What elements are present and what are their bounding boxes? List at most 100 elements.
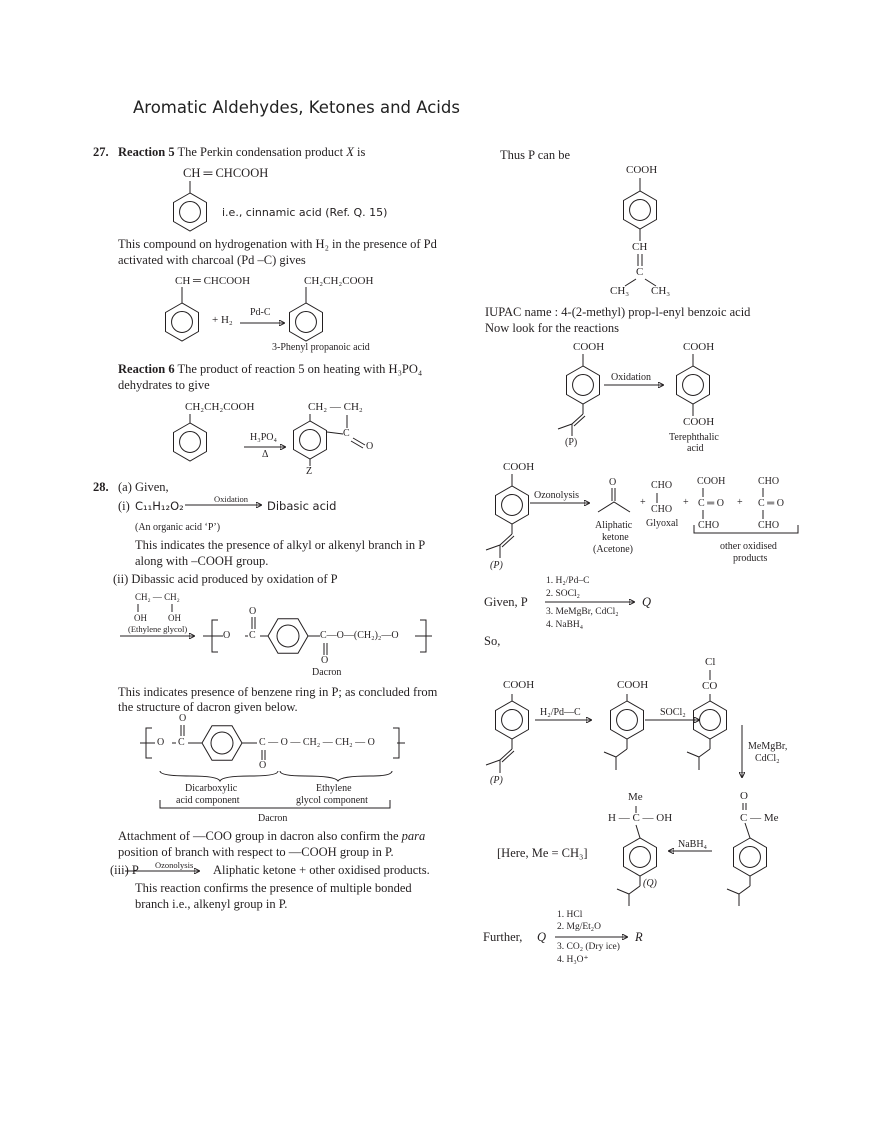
paragraph-line: This compound on hydrogenation with H₂ i…: [118, 237, 437, 251]
text: Attachment of —COO group in dacron also …: [118, 829, 402, 843]
iupac-name: IUPAC name : 4-(2-methyl) prop-l-enyl be…: [485, 305, 751, 319]
label: Reaction 5: [118, 145, 175, 159]
reagent-label: MeMgBr,: [748, 741, 788, 752]
paragraph-line: the structure of dacron given below.: [118, 700, 298, 714]
reagent-step: 4. NaBH₄: [546, 620, 584, 630]
products-label: products: [733, 553, 768, 564]
further-label: Further,: [483, 930, 523, 944]
benzene-ring: [293, 420, 327, 460]
reagent-step: 1. H₂/Pd–C: [546, 576, 590, 586]
reagent-step: 2. Mg/Et₂O: [557, 922, 601, 932]
product-name: acid: [687, 443, 704, 454]
compound-label: (P): [490, 560, 503, 571]
cinnamic-note: i.e., cinnamic acid (Ref. Q. 15): [222, 206, 388, 219]
group-label: COOH: [683, 416, 715, 428]
atom: O: [179, 713, 187, 724]
reagent-label: Ozonolysis: [534, 490, 579, 501]
paragraph-line: So,: [484, 634, 501, 648]
reagent-step: 3. CO₂ (Dry ice): [557, 942, 620, 952]
paragraph-line: along with –COOH group.: [135, 554, 269, 568]
text: The product of reaction 5 on heating wit…: [177, 362, 423, 376]
component-label: glycol component: [296, 795, 368, 806]
label: Reaction 6: [118, 362, 175, 376]
product-q: Q: [642, 595, 652, 609]
component-label: Ethylene: [316, 783, 352, 794]
group-label: CHO: [758, 520, 780, 531]
glycol-oh: OH: [134, 613, 147, 623]
ketone-name: Aliphatic: [595, 520, 633, 531]
compound-label: (P): [565, 437, 578, 448]
reagent-step: 3. MeMgBr, CdCl₂: [546, 607, 619, 617]
page-title: Aromatic Aldehydes, Ketones and Acids: [133, 98, 460, 117]
brace: [279, 770, 393, 782]
group-label: C: [636, 266, 644, 278]
group-label: Me: [628, 791, 643, 803]
heat-symbol: Δ: [262, 449, 269, 460]
paragraph-line: position of branch with respect to —COOH…: [118, 845, 394, 859]
product-label: Dibasic acid: [267, 499, 337, 513]
paragraph-line: This indicates presence of benzene ring …: [118, 685, 438, 699]
benzene-ring: [165, 302, 199, 342]
reagent-label: SOCl₂: [660, 707, 686, 718]
substituent-z: Z: [306, 466, 313, 477]
paragraph-line: This reaction confirms the presence of m…: [135, 881, 412, 895]
group-label: COOH: [683, 341, 715, 353]
group-label: CHO: [758, 476, 780, 487]
given-label: Given, P: [484, 595, 528, 609]
plus-sign: +: [683, 497, 689, 508]
polymer-name: Dacron: [312, 667, 342, 678]
bond: [326, 431, 344, 435]
atom: O: [259, 760, 267, 771]
reagent-label: Oxidation: [611, 372, 651, 383]
paragraph-line: dehydrates to give: [118, 378, 210, 392]
compound-label: (P): [490, 775, 503, 786]
group-label: CH₃: [651, 285, 671, 297]
reagent-step: 2. SOCl₂: [546, 589, 580, 599]
paragraph-line: This indicates the presence of alkyl or …: [135, 538, 426, 552]
item-label: (iii) P: [110, 863, 139, 877]
group-label: C ═ O: [698, 498, 724, 509]
paragraph-line: branch i.e., alkenyl group in P.: [135, 897, 288, 911]
component-label: acid component: [176, 795, 240, 806]
part-a: (a) Given,: [118, 480, 169, 494]
reagent-label: NaBH₄: [678, 839, 708, 850]
benzene-ring: [733, 837, 767, 877]
benzene-ring: [566, 365, 600, 405]
group-label: C — Me: [740, 812, 779, 824]
bond: [352, 437, 366, 446]
atom: O: [321, 655, 329, 666]
component-label: Dicarboxylic: [185, 783, 238, 794]
paragraph-line: Now look for the reactions: [485, 321, 619, 335]
polymer-name: Dacron: [258, 813, 288, 824]
benzene-ring: [267, 618, 309, 654]
compound-q: Q: [537, 930, 547, 944]
compound-name: Glyoxal: [646, 518, 679, 529]
atom: O: [609, 477, 617, 488]
group-label: H — C — OH: [608, 812, 673, 824]
substituent-label: CH₂CH₂COOH: [185, 401, 255, 413]
group-label: CH: [632, 241, 648, 253]
benzene-ring: [495, 700, 529, 740]
plus-sign: +: [737, 497, 743, 508]
formula: C₁₁H₁₂O₂: [135, 499, 184, 513]
group-label: CHO: [698, 520, 720, 531]
plus-sign: +: [640, 497, 646, 508]
atom-chain: C — O — CH₂ — CH₂ — O: [259, 737, 375, 748]
group-label: CO: [702, 680, 718, 692]
product-name: Terephthalic: [669, 432, 719, 443]
catalyst-label: Pd-C: [250, 307, 271, 318]
compound-label: (Q): [643, 878, 657, 889]
product-label: Aliphatic ketone + other oxidised produc…: [213, 863, 430, 877]
reagent-label: H₃PO₄: [250, 432, 277, 443]
glycol-name: (Ethylene glycol): [128, 624, 188, 634]
benzene-ring: [623, 190, 657, 230]
atom: C: [178, 737, 185, 748]
product-r: R: [635, 930, 643, 944]
atom-chain: C—O—(CH₂)₂—O: [320, 630, 399, 641]
paragraph-line: Thus P can be: [500, 148, 571, 162]
substituent-label: CH ═ CHCOOH: [175, 275, 251, 287]
emphasis: para: [401, 829, 426, 843]
item-label: (i): [118, 499, 130, 513]
benzene-ring: [676, 365, 710, 405]
